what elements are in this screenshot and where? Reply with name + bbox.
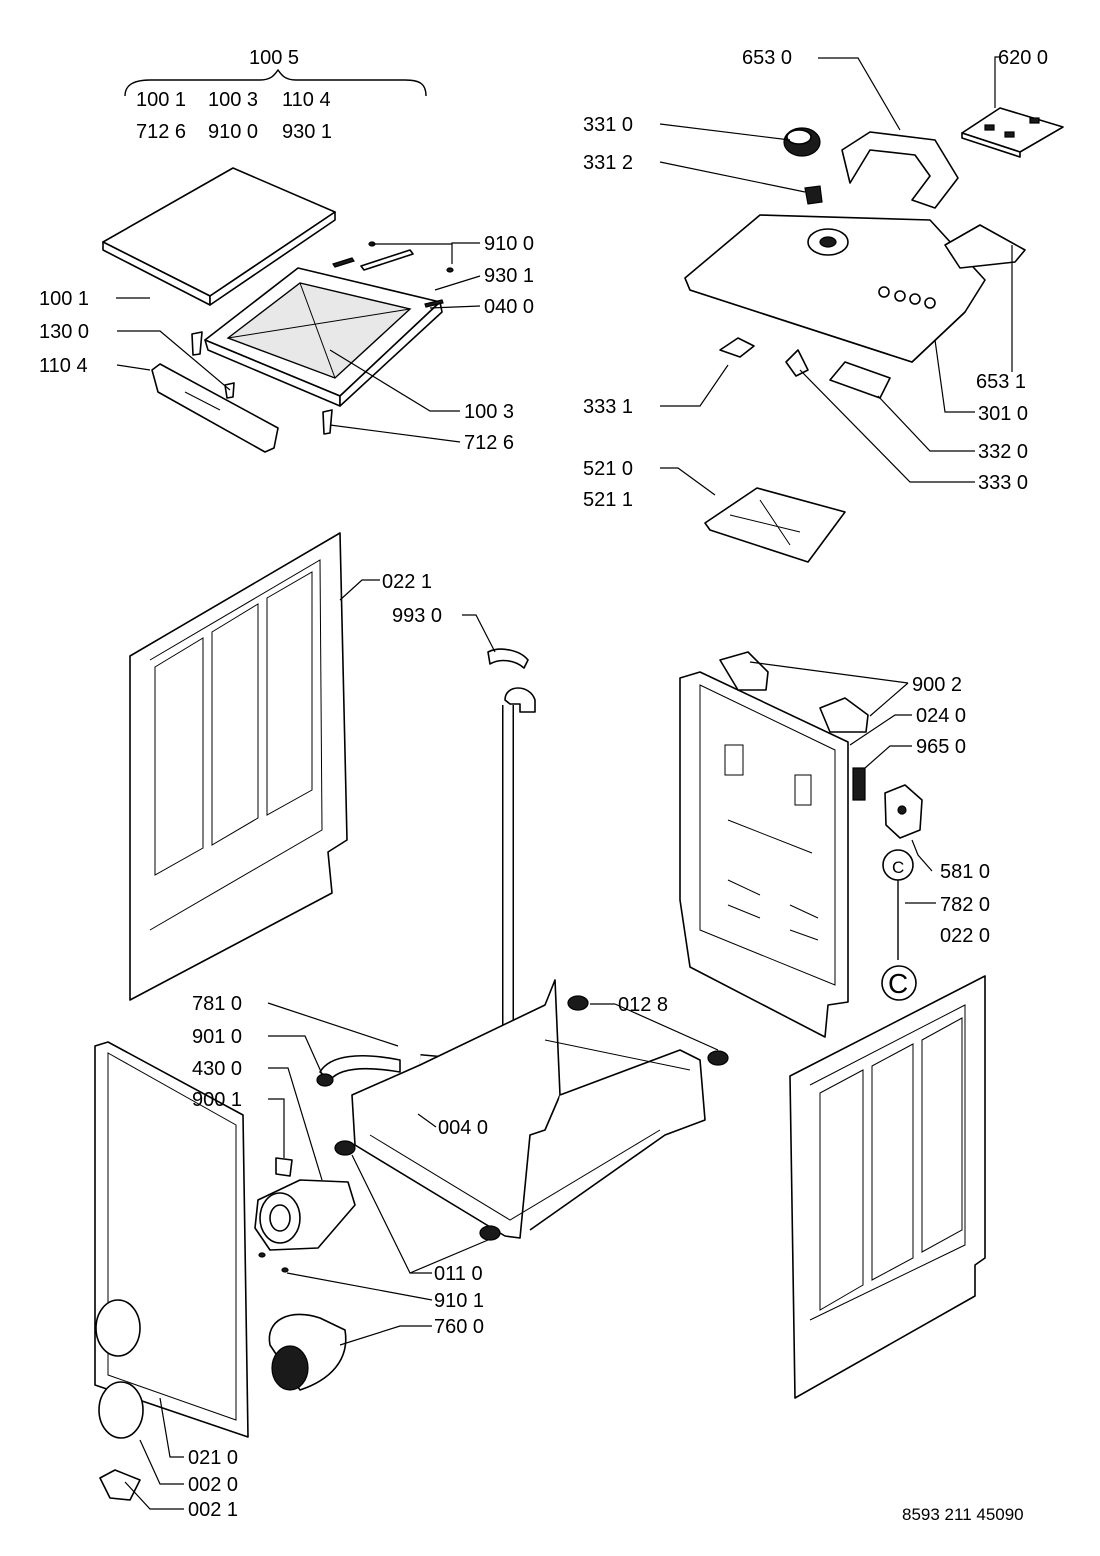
callout-760-0: 760 0	[434, 1316, 484, 1338]
callout-002-0: 002 0	[188, 1474, 238, 1496]
pump-filter	[258, 1252, 347, 1391]
group-row1-item: 100 3	[208, 89, 258, 111]
top-frame	[204, 267, 443, 407]
callout-653-0: 653 0	[742, 47, 792, 69]
callout-110-4: 110 4	[39, 355, 88, 377]
callout-930-1: 930 1	[484, 265, 534, 287]
callout-011-0: 011 0	[434, 1263, 483, 1285]
group-row1-item: 110 4	[282, 89, 331, 111]
callout-965-0: 965 0	[916, 736, 966, 758]
control-knob	[783, 127, 823, 205]
callout-333-1: 333 1	[583, 396, 633, 418]
document-number: 8593 211 45090	[902, 1505, 1024, 1524]
group-row2-item: 712 6	[136, 121, 186, 143]
callout-333-0: 333 0	[978, 472, 1028, 494]
callout-024-0: 024 0	[916, 705, 966, 727]
callout-100-3: 100 3	[464, 401, 514, 423]
callout-521-1: 521 1	[583, 489, 633, 511]
group-label: 100 5	[249, 47, 299, 69]
front-trim	[151, 363, 279, 453]
drain-hose	[316, 648, 536, 1087]
callout-012-8: 012 8	[618, 994, 668, 1016]
base-frame	[334, 979, 729, 1241]
callout-332-0: 332 0	[978, 441, 1028, 463]
callout-653-1: 653 1	[976, 371, 1026, 393]
callout-331-2: 331 2	[583, 152, 633, 174]
connector-marker-small: C	[892, 858, 904, 877]
callout-900-2: 900 2	[912, 674, 962, 696]
callout-021-0: 021 0	[188, 1447, 238, 1469]
leader-lines	[116, 56, 1013, 1510]
top-lid	[102, 167, 336, 306]
callout-910-0: 910 0	[484, 233, 534, 255]
group-row2-item: 930 1	[282, 121, 332, 143]
terminal-block	[852, 767, 866, 801]
callout-430-0: 430 0	[192, 1058, 242, 1080]
callout-002-1: 002 1	[188, 1499, 238, 1521]
callout-521-0: 521 0	[583, 458, 633, 480]
connector-marker-large: C	[888, 968, 908, 999]
callout-901-0: 901 0	[192, 1026, 242, 1048]
pump-housing	[254, 1157, 356, 1251]
switch-block	[719, 224, 1026, 399]
group-brace	[124, 68, 427, 97]
group-row1-item: 100 1	[136, 89, 186, 111]
back-panel	[679, 671, 849, 1038]
callout-712-6: 712 6	[464, 432, 514, 454]
filter-flap	[98, 1381, 144, 1501]
callout-331-0: 331 0	[583, 114, 633, 136]
callout-100-1: 100 1	[39, 288, 89, 310]
callout-581-0: 581 0	[940, 861, 990, 883]
top-clips	[719, 651, 869, 733]
group-row2-item: 910 0	[208, 121, 258, 143]
right-side-panel	[789, 975, 986, 1399]
callout-022-0: 022 0	[940, 925, 990, 947]
callout-040-0: 040 0	[484, 296, 534, 318]
callout-301-0: 301 0	[978, 403, 1028, 425]
callout-labels: 910 0 930 1 040 0 100 1 130 0 110 4 100 …	[39, 47, 1048, 1521]
callout-900-1: 900 1	[192, 1089, 242, 1111]
callout-022-1: 022 1	[382, 571, 432, 593]
small-hardware	[191, 241, 454, 435]
callout-130-0: 130 0	[39, 321, 89, 343]
callout-620-0: 620 0	[998, 47, 1048, 69]
lower-bracket	[704, 487, 846, 563]
panel-bracket	[841, 131, 959, 209]
callout-004-0: 004 0	[438, 1117, 488, 1139]
callout-910-1: 910 1	[434, 1290, 484, 1312]
pressure-switch: C C	[881, 784, 923, 1001]
control-panel-body	[684, 214, 986, 363]
pcb-board	[961, 107, 1064, 158]
callout-781-0: 781 0	[192, 993, 242, 1015]
left-side-panel	[129, 532, 348, 1001]
group-header: 100 5 100 1 100 3 110 4 712 6 910 0 930 …	[124, 47, 427, 143]
callout-782-0: 782 0	[940, 894, 990, 916]
callout-993-0: 993 0	[392, 605, 442, 627]
front-panel	[94, 1041, 249, 1438]
